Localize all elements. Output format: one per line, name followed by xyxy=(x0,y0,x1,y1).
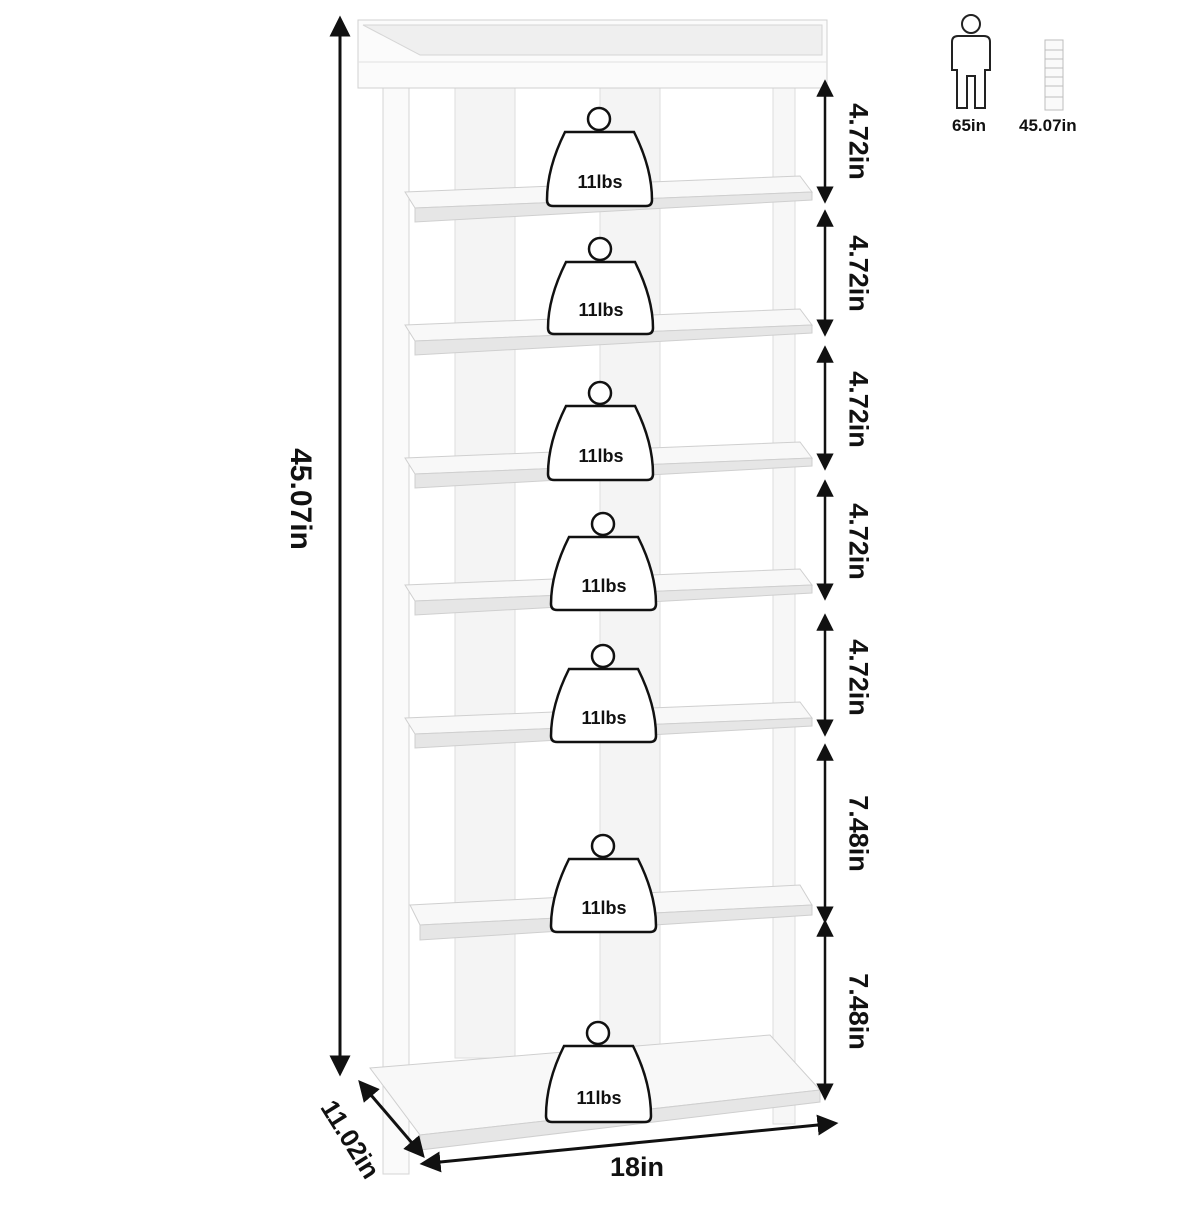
weight-tag-1 xyxy=(545,106,654,208)
weight-tag-7 xyxy=(544,1020,653,1124)
side-post-left xyxy=(382,83,410,1175)
weight-tags xyxy=(544,106,658,1124)
weight-label-4: 11lbs xyxy=(581,576,627,596)
weight-label-1: 11lbs xyxy=(577,172,623,192)
weight-tag-4 xyxy=(549,511,658,612)
width-arrow xyxy=(419,1114,839,1173)
weight-label-7: 11lbs xyxy=(576,1088,622,1108)
mini-rack-icon xyxy=(1044,39,1064,111)
depth-arrow xyxy=(358,1080,425,1158)
top-tray xyxy=(357,19,828,89)
gap-label-7: 7.48in xyxy=(843,973,874,1050)
weight-tag-6 xyxy=(549,833,658,934)
weight-tag-5 xyxy=(549,643,658,744)
weight-label-3: 11lbs xyxy=(578,446,624,466)
gap-label-5: 4.72in xyxy=(843,639,874,716)
gap-label-4: 4.72in xyxy=(843,503,874,580)
weight-label-5: 11lbs xyxy=(581,708,627,728)
gap-label-1: 4.72in xyxy=(843,103,874,180)
width-label: 18in xyxy=(610,1152,665,1182)
gap-label-2: 4.72in xyxy=(843,235,874,312)
gap-label-3: 4.72in xyxy=(843,371,874,448)
rack-height-label: 45.07in xyxy=(1019,116,1077,135)
person-height-label: 65in xyxy=(952,116,987,135)
side-post-right xyxy=(772,83,796,1125)
person-icon xyxy=(951,14,991,109)
weight-label-2: 11lbs xyxy=(578,300,624,320)
weight-label-6: 11lbs xyxy=(581,898,627,918)
weight-tag-2 xyxy=(546,236,655,336)
back-post-left xyxy=(454,87,516,1059)
weight-tag-3 xyxy=(546,380,655,482)
gap-label-6: 7.48in xyxy=(843,795,874,872)
total-height-label: 45.07in xyxy=(284,448,317,550)
